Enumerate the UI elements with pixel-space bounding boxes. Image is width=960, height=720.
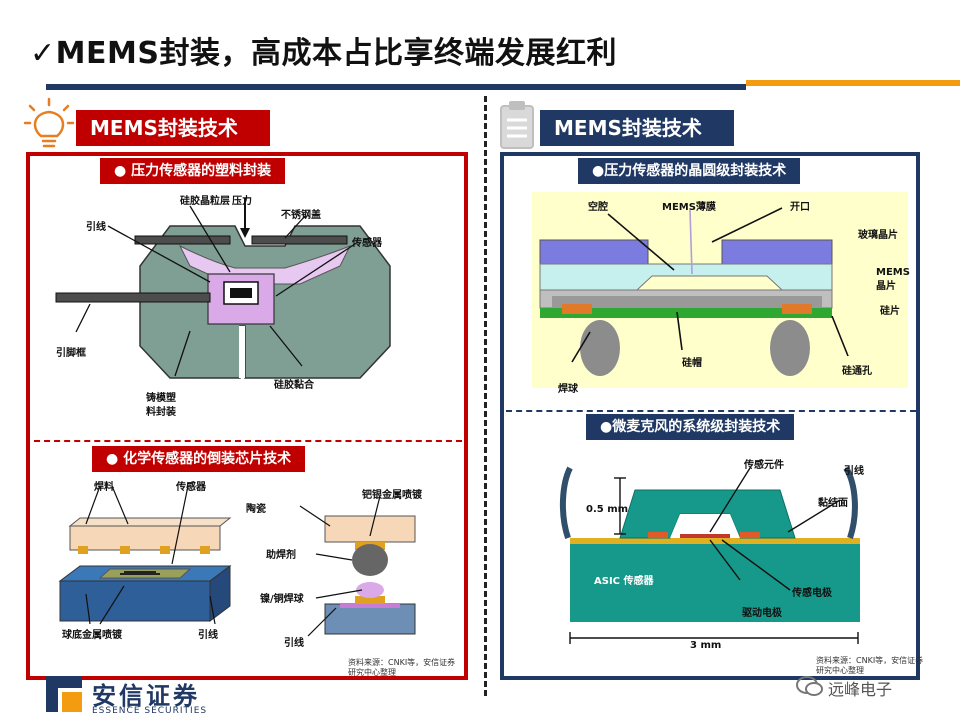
label-silicon-cap: 硅帽 — [682, 358, 702, 369]
label-sensor: 传感器 — [352, 238, 382, 249]
right-section2-title: ●微麦克风的系统级封装技术 — [586, 414, 795, 440]
clipboard-icon — [500, 101, 534, 149]
wechat-icon — [796, 676, 823, 696]
plastic-package-diagram — [55, 198, 391, 379]
wafer-level-package-diagram — [532, 192, 908, 388]
label-opening: 开口 — [790, 202, 810, 213]
left-panel-title: MEMS封装技术 — [76, 110, 270, 146]
left-source-note: 资料来源：CNKI等，安信证券 研究中心整理 — [348, 658, 456, 677]
right-source-note: 资料来源：CNKI等，安信证券 研究中心整理 — [816, 656, 924, 675]
label-stainless-cap: 不锈钢盖 — [281, 210, 321, 221]
label-lead-frame: 引脚框 — [56, 348, 86, 359]
label-ubm: 球底金属喷镀 — [62, 630, 122, 641]
label-lead: 引线 — [198, 630, 218, 641]
right-section-divider — [506, 410, 916, 412]
watermark-text: 远峰电子 — [828, 680, 893, 699]
label-lead-wire: 引线 — [86, 222, 106, 233]
label-sensing-element: 传感元件 — [744, 460, 784, 471]
label-mic-lead: 引线 — [844, 466, 864, 477]
label-lead2: 引线 — [284, 638, 304, 649]
label-solder-ball: 焊球 — [558, 384, 578, 395]
left-section1-title: ● 压力传感器的塑料封装 — [100, 158, 286, 184]
label-silicon: 硅片 — [880, 306, 900, 317]
label-thickness: 0.5 mm — [586, 504, 629, 515]
label-flux: 助焊剂 — [266, 550, 296, 561]
header-rule-blue — [46, 84, 746, 90]
page-title: ✓MEMS封装，高成本占比享终端发展红利 — [30, 36, 617, 71]
label-cavity: 空腔 — [588, 202, 608, 213]
label-sense-electrode: 传感电极 — [792, 588, 832, 599]
label-drive-electrode: 驱动电极 — [742, 608, 782, 619]
logo-en: ESSENCE SECURITIES — [92, 706, 208, 716]
label-adhesive: 黏结面 — [818, 498, 848, 509]
left-panel-frame — [26, 152, 468, 680]
label-silicone-bond: 硅胶黏合 — [274, 380, 314, 391]
left-section2-title: ● 化学传感器的倒装芯片技术 — [92, 446, 306, 472]
label-sensor2: 传感器 — [176, 482, 206, 493]
label-pd-ag: 钯银金属喷镀 — [362, 490, 422, 501]
flip-chip-diagram — [58, 485, 416, 637]
label-ni-cu-ball: 镍/铜焊球 — [260, 594, 304, 605]
essence-logo-icon — [46, 676, 82, 712]
right-panel-frame — [500, 152, 920, 680]
logo-cn: 安信证券 — [92, 682, 200, 710]
label-silicone-layer: 硅胶晶粒层 — [180, 196, 230, 207]
label-mems-film: MEMS薄膜 — [662, 202, 716, 213]
label-glass-wafer: 玻璃晶片 — [858, 230, 898, 241]
label-asic: ASIC 传感器 — [594, 576, 654, 587]
left-section-divider — [34, 440, 462, 442]
label-ceramic: 陶瓷 — [246, 504, 266, 515]
label-molded-package: 铸模塑 料封装 — [146, 393, 176, 418]
label-tsv: 硅通孔 — [842, 366, 872, 377]
label-solder: 焊料 — [94, 482, 114, 493]
right-section1-title: ●压力传感器的晶圆级封装技术 — [578, 158, 801, 184]
label-width: 3 mm — [690, 640, 722, 651]
label-mems-wafer: MEMS 晶片 — [876, 267, 910, 292]
lightbulb-icon — [24, 97, 74, 148]
header-rule-orange — [746, 80, 960, 86]
microphone-sip-diagram — [559, 466, 860, 644]
right-panel-title: MEMS封装技术 — [540, 110, 734, 146]
label-pressure: 压力 — [232, 196, 252, 207]
center-divider — [484, 96, 487, 696]
